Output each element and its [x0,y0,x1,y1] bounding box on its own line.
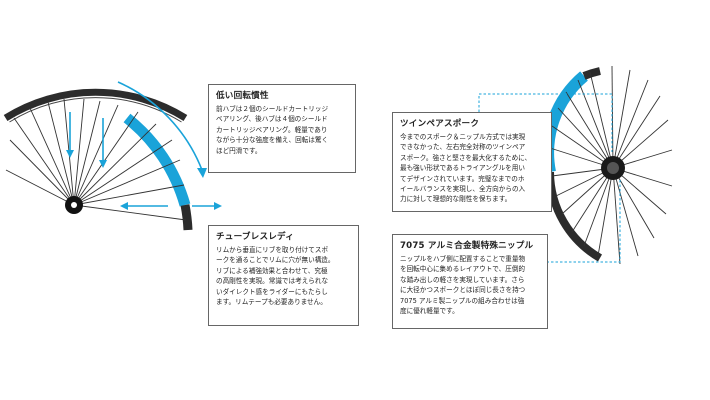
callout-line: 最も強い形状であるトライアングルを用い [400,164,525,173]
spoke [612,79,649,169]
spoke [29,107,75,206]
spoke [612,69,631,169]
right-wheel-hub-ring [607,162,619,174]
rotation-arc [117,81,203,171]
callout-line: スポーク。強さと堅さを最大化するために、 [400,153,532,162]
rotation-arrow-icon [197,168,207,178]
callout-line: カートリッジベアリング。軽量であり [216,125,328,134]
spoke [557,107,614,169]
callout-line: 今までのスポーク＆ニップル方式では実現 [400,133,526,141]
spoke [597,167,614,257]
spoke [73,204,187,221]
left-wheel-spokes [5,98,187,221]
down-arrow-left-icon [66,150,74,158]
spoke [73,104,119,206]
callout-line: ます。リムテープも必要ありません。 [216,298,327,307]
spoke [612,167,621,265]
right-wheel-rim-top [582,67,601,80]
spoke [73,184,185,206]
spoke [47,101,75,206]
callout-title: 低い回転慣性 [216,91,269,101]
spoke [571,167,614,233]
right-wheel-rim-accent [542,71,588,174]
callout-aluminum-nipple: 7075 アルミ合金製特殊ニップル ニップルをハブ側に配置することで重量物 を回… [392,234,548,329]
spoke [551,125,614,169]
spoke [611,65,614,169]
spoke [589,71,614,169]
left-wheel-rim-accent [123,113,191,207]
spoke [612,95,661,169]
callout-line: ニップルをハブ側に配置することで重量物 [400,255,526,263]
spoke [73,111,139,206]
spoke [612,167,655,239]
spoke [13,117,75,206]
left-wheel [3,81,222,231]
spoke [612,119,669,169]
callout-body: 今までのスポーク＆ニップル方式では実現 できなかった、左右完全対称のツインペア … [400,132,544,205]
callout-tubeless-ready: チューブレスレディ リムから垂直にリブを取り付けてスポ ークを通ることでリムに穴… [208,225,359,326]
callout-line: ほど円滑です。 [216,146,262,155]
callout-line: に大径かつスポークとほぼ同じ長さを持つ [400,286,526,295]
callout-line: な踏み出しの軽さを実現しています。さら [400,275,525,284]
callout-title: ツインペアスポーク [400,119,480,129]
left-wheel-rim-inner [9,97,182,123]
down-arrow-right-icon [99,160,107,168]
spoke [583,167,614,247]
callout-line: 力に対して理想的な剛性を保ちます。 [400,195,512,204]
spoke [73,139,173,206]
leader-line-twin-pair [478,93,613,152]
spoke [9,139,75,206]
callout-low-rotation-inertia: 低い回転慣性 前ハブは２個のシールドカートリッジ ベアリング、後ハブは４個のシー… [208,84,356,173]
callout-line: ながら十分な強度を備え、回転は驚く [216,136,329,145]
spoke [73,159,181,206]
callout-line: できなかった、左右完全対称のツインペア [400,143,526,152]
leader-lines [478,93,621,263]
right-arrow-icon [214,202,222,210]
callout-line: リブによる補強効果と合わせて、究極 [216,266,328,275]
spoke [73,98,85,206]
left-wheel-rim-lower [180,204,193,231]
leader-line-nipple [533,178,621,263]
callout-line: てデザインされています。完璧なまでのホ [400,174,525,183]
callout-body: リムから垂直にリブを取り付けてスポ ークを通ることでリムに穴が無い構造。 リブに… [216,245,351,307]
callout-line: の高剛性を実現。常識では考えられな [216,277,329,286]
spoke [565,91,614,169]
right-wheel [542,65,673,265]
callout-body: 前ハブは２個のシールドカートリッジ ベアリング、後ハブは４個のシールド カートリ… [216,104,348,156]
left-arrow-icon [120,202,128,210]
spoke [577,79,614,169]
spoke [73,100,101,206]
callout-line: を回転中心に集めるレイアウトで、圧倒的 [400,265,526,274]
callout-line: リムから垂直にリブを取り付けてスポ [216,246,329,254]
callout-line: ベアリング、後ハブは４個のシールド [216,115,328,124]
right-wheel-rim [546,171,603,262]
spoke [612,167,639,257]
callout-line: ークを通ることでリムに穴が無い構造。 [216,256,335,265]
callout-line: いダイレクト感をライダーにもたらし [216,287,328,296]
callout-line: 7075 アルミ製ニップルの組み合わせは強 [400,296,525,305]
left-wheel-hub-center [71,202,77,208]
callout-title: チューブレスレディ [216,232,295,242]
callout-line: 度に優れ軽量です。 [400,307,459,316]
left-wheel-rim [3,88,188,121]
callout-title: 7075 アルミ合金製特殊ニップル [400,241,534,251]
spoke [5,169,75,206]
callout-body: ニップルをハブ側に配置することで重量物 を回転中心に集めるレイアウトで、圧倒的 … [400,254,540,316]
callout-line: 前ハブは２個のシールドカートリッジ [216,105,329,113]
callout-twin-pair-spoke: ツインペアスポーク 今までのスポーク＆ニップル方式では実現 できなかった、左右完… [392,112,552,212]
spoke [73,123,157,206]
callout-line: イールバランスを実現し、全方向からの入 [400,185,526,194]
